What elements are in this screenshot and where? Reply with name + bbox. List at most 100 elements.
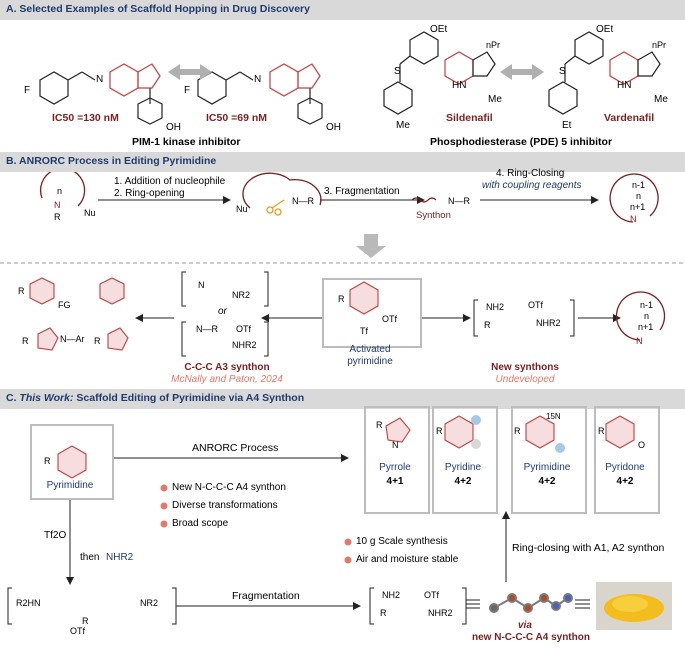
atom-oh-mid: OH <box>326 122 341 133</box>
atom-s-right: S <box>559 66 566 77</box>
product-box-pyridine <box>432 406 498 514</box>
activated-label-1: Activated <box>349 344 391 355</box>
activated-pyrimidine-box <box>322 278 422 348</box>
pim1-right-structure <box>197 63 323 125</box>
a3-otf-label: OTf <box>236 324 251 334</box>
new-synthon-closed-ring <box>615 291 666 341</box>
atom-me-left: Me <box>488 94 502 105</box>
pyrimidine-c-structure <box>57 445 87 479</box>
anrorc-ring-start <box>39 167 86 207</box>
pyrrole-structure <box>385 417 411 443</box>
then-label: then <box>80 552 100 563</box>
c-brackets <box>7 587 467 625</box>
atom-nh-left: N <box>96 74 104 85</box>
new-synthons-title: New synthons <box>491 362 559 373</box>
r-pyridone: R <box>598 426 605 436</box>
sildenafil-label: Sildenafil <box>446 112 493 124</box>
atom-nh-mid: N <box>254 74 262 85</box>
tf-activated: Tf <box>360 326 368 336</box>
via-label: via <box>518 620 532 631</box>
scissors-icon <box>266 199 285 216</box>
ring2-np1: n+1 <box>638 322 654 332</box>
nu-label-start: Nu <box>84 208 96 218</box>
ring2-n-atom: N <box>636 336 643 346</box>
a3-n-label: N <box>198 280 205 290</box>
pyridine-c-structure <box>444 415 481 449</box>
fg-label: FG <box>58 300 71 310</box>
pyrimidine-15n-structure <box>525 415 565 453</box>
product-pyridine-ratio: 4+2 <box>454 476 472 487</box>
product-pyridine-name: Pyridine <box>444 462 482 473</box>
product-box-pyrrole <box>364 406 430 514</box>
ring-end-n-atom: N <box>630 214 637 224</box>
new-r-label: R <box>484 320 491 330</box>
a3-nr-label: N—R <box>196 324 218 334</box>
r-isoxazole: R <box>94 336 101 346</box>
atom-me-right: Me <box>654 94 668 105</box>
double-arrow-a-left <box>168 64 212 80</box>
product-pyrimidine-ratio: 4+2 <box>538 476 556 487</box>
sildenafil-structure <box>383 31 496 115</box>
tf2o-label: Tf2O <box>44 530 67 541</box>
a3-nr2-label: NR2 <box>232 290 251 300</box>
pyridone-structure <box>605 415 635 449</box>
ring-opened-intermediate <box>242 172 322 209</box>
step-4-sub: with coupling reagents <box>482 180 582 191</box>
r-pyr-c: R <box>44 456 51 466</box>
activated-pyrimidine-structure <box>349 281 379 315</box>
new-nhr2-label: NHR2 <box>536 318 561 328</box>
a4-nhr2-label: NHR2 <box>428 608 453 618</box>
bullet-2: Diverse transformations <box>172 500 278 511</box>
nr-label-synthon: N—R <box>448 196 470 206</box>
ring2-n: n <box>644 311 650 321</box>
pyrimidine-start-box <box>30 424 114 500</box>
product-pyrimidine-name: Pyrimidine <box>523 462 571 473</box>
atom-hn-right: HN <box>617 80 632 91</box>
otf-c-label: OTf <box>70 626 85 636</box>
isoxazole-structure <box>107 327 129 351</box>
equals-signs <box>466 599 590 609</box>
atom-npr-left: nPr <box>486 40 501 50</box>
r-pyrimidine-c: R <box>514 426 521 436</box>
r2hn-label: R2HN <box>16 598 41 608</box>
atom-me-pip: Me <box>396 120 410 131</box>
new-otf-label: OTf <box>528 300 543 310</box>
product-pyridone-ratio: 4+2 <box>616 476 634 487</box>
step-1: 1. Addition of nucleophile <box>114 176 226 187</box>
vardenafil-structure <box>548 31 661 115</box>
a4-nh2-label: NH2 <box>382 590 401 600</box>
r-c-label: R <box>82 616 89 626</box>
nh-pyrrole: N <box>392 440 399 450</box>
synthon-label: Synthon <box>416 210 451 221</box>
ring-closing-label: Ring-closing with A1, A2 synthon <box>512 542 665 554</box>
a4-otf-label: OTf <box>424 590 439 600</box>
r-pyridine: R <box>436 426 443 436</box>
bullet-3: Broad scope <box>172 518 229 529</box>
pyridine-structure <box>99 277 125 305</box>
atom-oet-right: OEt <box>596 24 614 35</box>
bullet-stable: Air and moisture stable <box>356 554 459 565</box>
product-pyrrole-ratio: 4+1 <box>386 476 404 487</box>
product-box-pyridone <box>594 406 660 514</box>
ar-label: N—Ar <box>60 334 85 344</box>
panel-a-header: A. Selected Examples of Scaffold Hopping… <box>0 0 685 20</box>
yellow-powder-photo <box>596 582 672 630</box>
ring-n-atom: N <box>54 200 61 210</box>
ring-r-start: R <box>54 212 61 222</box>
atom-s-left: S <box>394 66 401 77</box>
o-pyridone: O <box>638 440 646 450</box>
r-pyrazole: R <box>22 336 29 346</box>
ring-label-n: n <box>57 186 63 196</box>
new-nh2-label: NH2 <box>486 302 505 312</box>
r-pyrrole: R <box>376 420 383 430</box>
double-arrow-a-right <box>500 64 544 80</box>
panel-c-title: Scaffold Editing of Pyrimidine via A4 Sy… <box>76 392 305 404</box>
ic50-right: IC50 =69 nM <box>206 112 267 124</box>
step-3: 3. Fragmentation <box>324 186 400 197</box>
step-4: 4. Ring-Closing <box>496 168 565 179</box>
caption-pde5: Phosphodiesterase (PDE) 5 inhibitor <box>430 136 613 148</box>
atom-hn-left: HN <box>452 80 467 91</box>
or-label: or <box>218 306 227 317</box>
anrorc-label: ANRORC Process <box>192 442 279 454</box>
atom-oh-left: OH <box>166 122 181 133</box>
